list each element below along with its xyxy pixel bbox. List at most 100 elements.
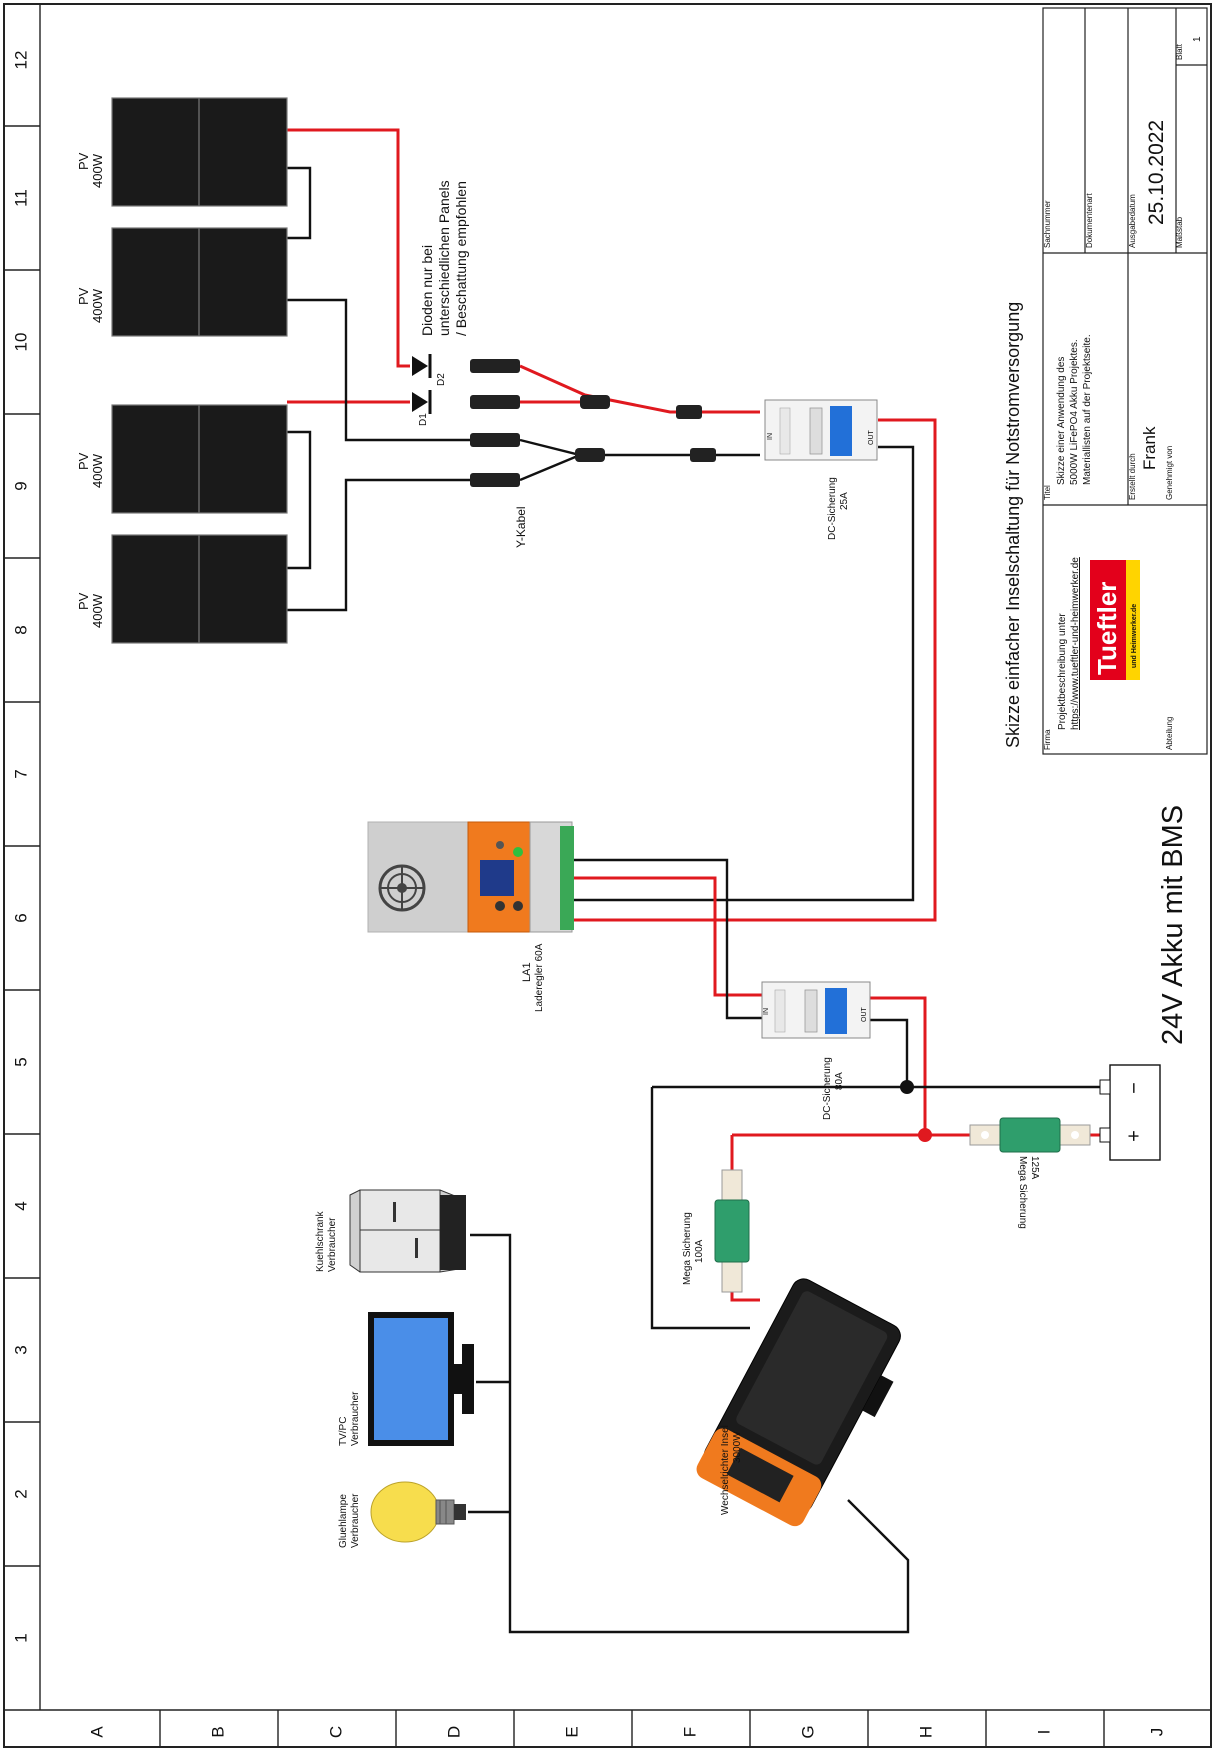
tb-sach-label: Sachnummer [1043,200,1052,248]
pv-label-2-line1: PV [76,287,91,305]
row-label-a: A [87,1726,106,1738]
breaker25-label-line1: DC-Sicherung [827,477,838,540]
y-cable-label: Y-Kabel [514,506,528,548]
pv-panel-labels: PV 400W PV 400W PV 400W PV 400W [76,152,105,628]
battery-minus: − [1123,1082,1145,1094]
column-labels: 1 2 3 4 5 6 7 8 9 10 11 12 [11,51,30,1643]
battery-label: 24V Akku mit BMS [1157,805,1189,1045]
breaker80-in-label: IN [763,1008,770,1015]
diode-note-line1: Dioden nur bei [419,245,435,336]
col-label-8: 8 [11,625,30,634]
fridge-label-line1: Kuehlschrank [315,1210,326,1272]
col-label-10: 10 [11,333,30,352]
logo-main: Tueftler [1092,582,1122,675]
breaker80-label-line2: 80A [834,1072,845,1090]
tb-blatt-label: Blatt [1175,43,1184,60]
fuse125-label-line1: Mega Sicherung [1017,1156,1028,1229]
bulb-label: Gluehlampe Verbraucher [338,1493,361,1548]
row-label-b: B [208,1726,227,1737]
pv-panel-2 [111,227,288,337]
breaker25-label-line2: 25A [839,492,850,510]
inverter [696,1278,901,1527]
inverter-negative [650,1087,750,1330]
breaker25-label: DC-Sicherung 25A [827,477,850,540]
pv-label-4-line1: PV [76,592,91,610]
pv-label-3-line1: PV [76,452,91,470]
row-label-j: J [1147,1728,1166,1737]
red-y-cable [519,364,760,414]
row-label-d: D [444,1726,463,1738]
dc-breaker-25a: IN OUT [764,399,878,461]
col-label-1: 1 [11,1633,30,1642]
pv-label-4-line2: 400W [90,593,105,628]
charger-label-line1: LA1 [521,962,533,982]
title-block-values: Projektbeschreibung unter https://www.tu… [1056,36,1203,730]
pv-label-3-line2: 400W [90,453,105,488]
bulb-label-line1: Gluehlampe [338,1494,349,1548]
diode-d1 [412,390,432,414]
breaker80-label-line1: DC-Sicherung [822,1057,833,1120]
tueftler-logo: Tueftler und Heimwerker.de [1090,560,1140,680]
fuse100-label: Mega Sicherung 100A [682,1212,705,1285]
string1-positive [287,128,410,368]
row-label-i: I [1034,1730,1053,1735]
col-label-12: 12 [11,51,30,70]
breaker25-in-label: IN [767,433,774,440]
tb-date: 25.10.2022 [1145,120,1168,225]
pv-panel-1 [111,97,288,207]
pv-panel-4 [111,534,288,644]
bulb-label-line2: Verbraucher [350,1493,361,1548]
row-labels: A B C D E F G H I J [87,1725,1166,1738]
tb-genehmigt-label: Genehmigt von [1165,446,1174,500]
tb-massstab-label: Maßstab [1175,216,1184,248]
series-jumper-top [287,166,312,240]
inverter-label-line2: 3000W [732,1431,743,1463]
charger-negative-to-breaker [570,858,762,1020]
breaker25-out-label: OUT [868,430,875,446]
tb-dok-label: Dokumentenart [1085,193,1094,248]
mc4-connectors [470,359,716,487]
diode-d2-label: D2 [436,373,447,386]
positive-junction [918,1128,932,1142]
title-block-labels: Firma Titel Sachnummer Dokumentenart Ers… [1043,43,1184,750]
row-label-h: H [916,1726,935,1738]
series-jumper-bottom [287,430,312,570]
fuse125-label-line2: 125A [1029,1156,1040,1180]
fuse100-label-line2: 100A [694,1239,705,1263]
title-block [1042,7,1208,755]
tv [368,1312,474,1446]
tv-label-line2: Verbraucher [350,1391,361,1446]
pv-positive-to-charger [570,418,937,922]
pv-panel-3 [111,404,288,514]
fuse100-label-line1: Mega Sicherung [682,1212,693,1285]
string1-negative [287,298,470,442]
pv-label-1-line1: PV [76,152,91,170]
dc-breaker-80a: IN OUT [761,981,871,1039]
col-label-11: 11 [11,189,30,207]
col-label-4: 4 [11,1201,30,1210]
pv-label-1-line2: 400W [90,153,105,188]
tv-label: TV/PC Verbraucher [338,1391,361,1446]
battery: − + [1099,1064,1161,1161]
tb-titel-label: Titel [1043,485,1052,500]
pv-label-2-line2: 400W [90,288,105,323]
diode-note-line2: unterschiedlichen Panels [436,180,452,336]
drawing-frame [3,3,1212,1748]
light-bulb [370,1481,466,1543]
diode-d1-label: D1 [418,413,429,426]
col-label-2: 2 [11,1489,30,1498]
mega-fuse-100a [714,1169,750,1293]
battery-plus: + [1123,1130,1145,1142]
tb-titel-line3: Materiallisten auf der Projektseite. [1082,334,1093,485]
col-label-9: 9 [11,481,30,490]
tb-firma-label: Firma [1043,729,1052,750]
row-label-g: G [798,1725,817,1738]
diode-d2 [412,354,432,378]
tb-firma-text1: Projektbeschreibung unter [1057,613,1068,730]
wiring [287,128,1110,1634]
breaker80-positive-out [870,996,927,1135]
col-label-7: 7 [11,769,30,778]
col-label-3: 3 [11,1345,30,1354]
tv-label-line1: TV/PC [338,1417,349,1446]
